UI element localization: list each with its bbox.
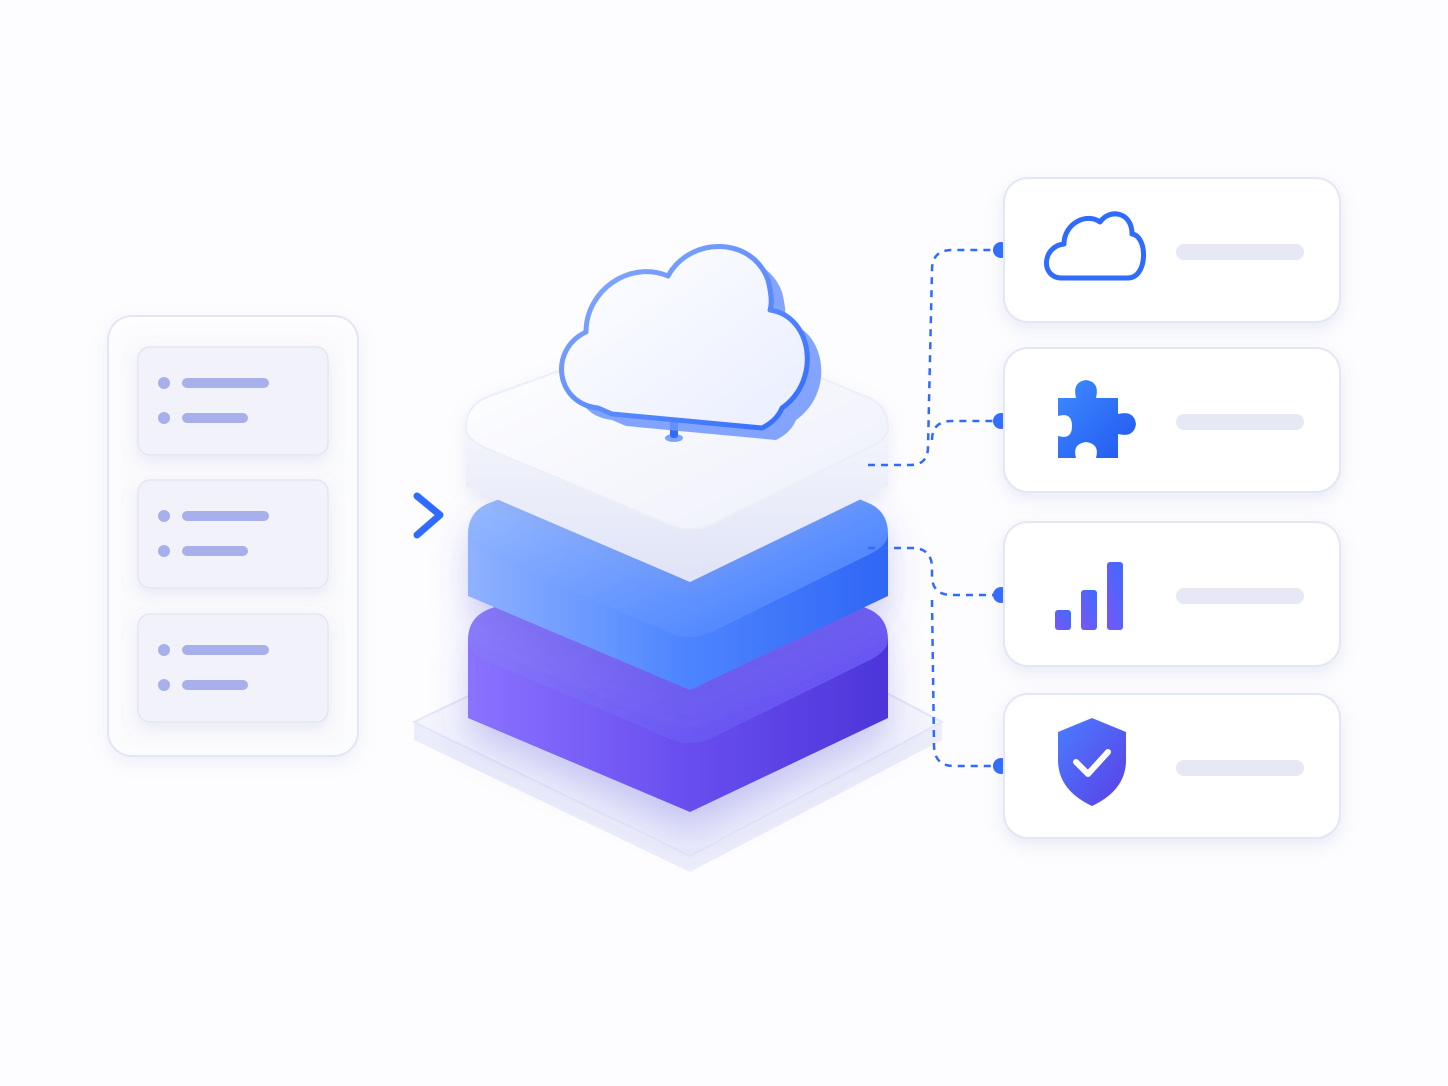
layer-stack (411, 244, 945, 872)
shield-check-icon (1058, 718, 1126, 806)
source-card (137, 346, 329, 456)
feature-card-shield (1003, 693, 1341, 839)
connector-line (930, 599, 1000, 768)
cloud-outline-icon (1044, 211, 1146, 281)
bar-chart-icon (1055, 562, 1123, 630)
list-line (182, 413, 248, 423)
source-card-surface (137, 479, 329, 589)
feature-card-chart (1003, 521, 1341, 667)
skeleton-bar (1176, 588, 1304, 604)
cloud-icon (559, 244, 822, 440)
list-bullet (158, 510, 170, 522)
list-bullet (158, 412, 170, 424)
connector-lines (868, 248, 1000, 768)
source-card-surface (137, 613, 329, 723)
connector-line (930, 419, 1000, 441)
feature-card-cloud (1003, 177, 1341, 323)
puzzle-piece-icon (1058, 380, 1136, 458)
source-panel (107, 315, 359, 757)
source-card-surface (137, 346, 329, 456)
bar-chart-icon-bar (1107, 562, 1123, 630)
connector-line (868, 546, 1000, 597)
bar-chart-icon-bar (1081, 590, 1097, 630)
list-bullet (158, 679, 170, 691)
list-bullet (158, 545, 170, 557)
list-line (182, 680, 248, 690)
source-card (137, 613, 329, 723)
skeleton-bar (1176, 244, 1304, 260)
feature-card-surface (1003, 177, 1341, 323)
list-bullet (158, 377, 170, 389)
list-line (182, 546, 248, 556)
skeleton-bar (1176, 414, 1304, 430)
connector-line (868, 248, 1000, 467)
bar-chart-icon-bar (1055, 610, 1071, 630)
list-bullet (158, 644, 170, 656)
list-line (182, 645, 269, 655)
flow-arrow-icon (344, 492, 444, 539)
feature-card-puzzle (1003, 347, 1341, 493)
source-card (137, 479, 329, 589)
list-line (182, 511, 269, 521)
list-line (182, 378, 269, 388)
skeleton-bar (1176, 760, 1304, 776)
connector-dots (993, 242, 1009, 774)
